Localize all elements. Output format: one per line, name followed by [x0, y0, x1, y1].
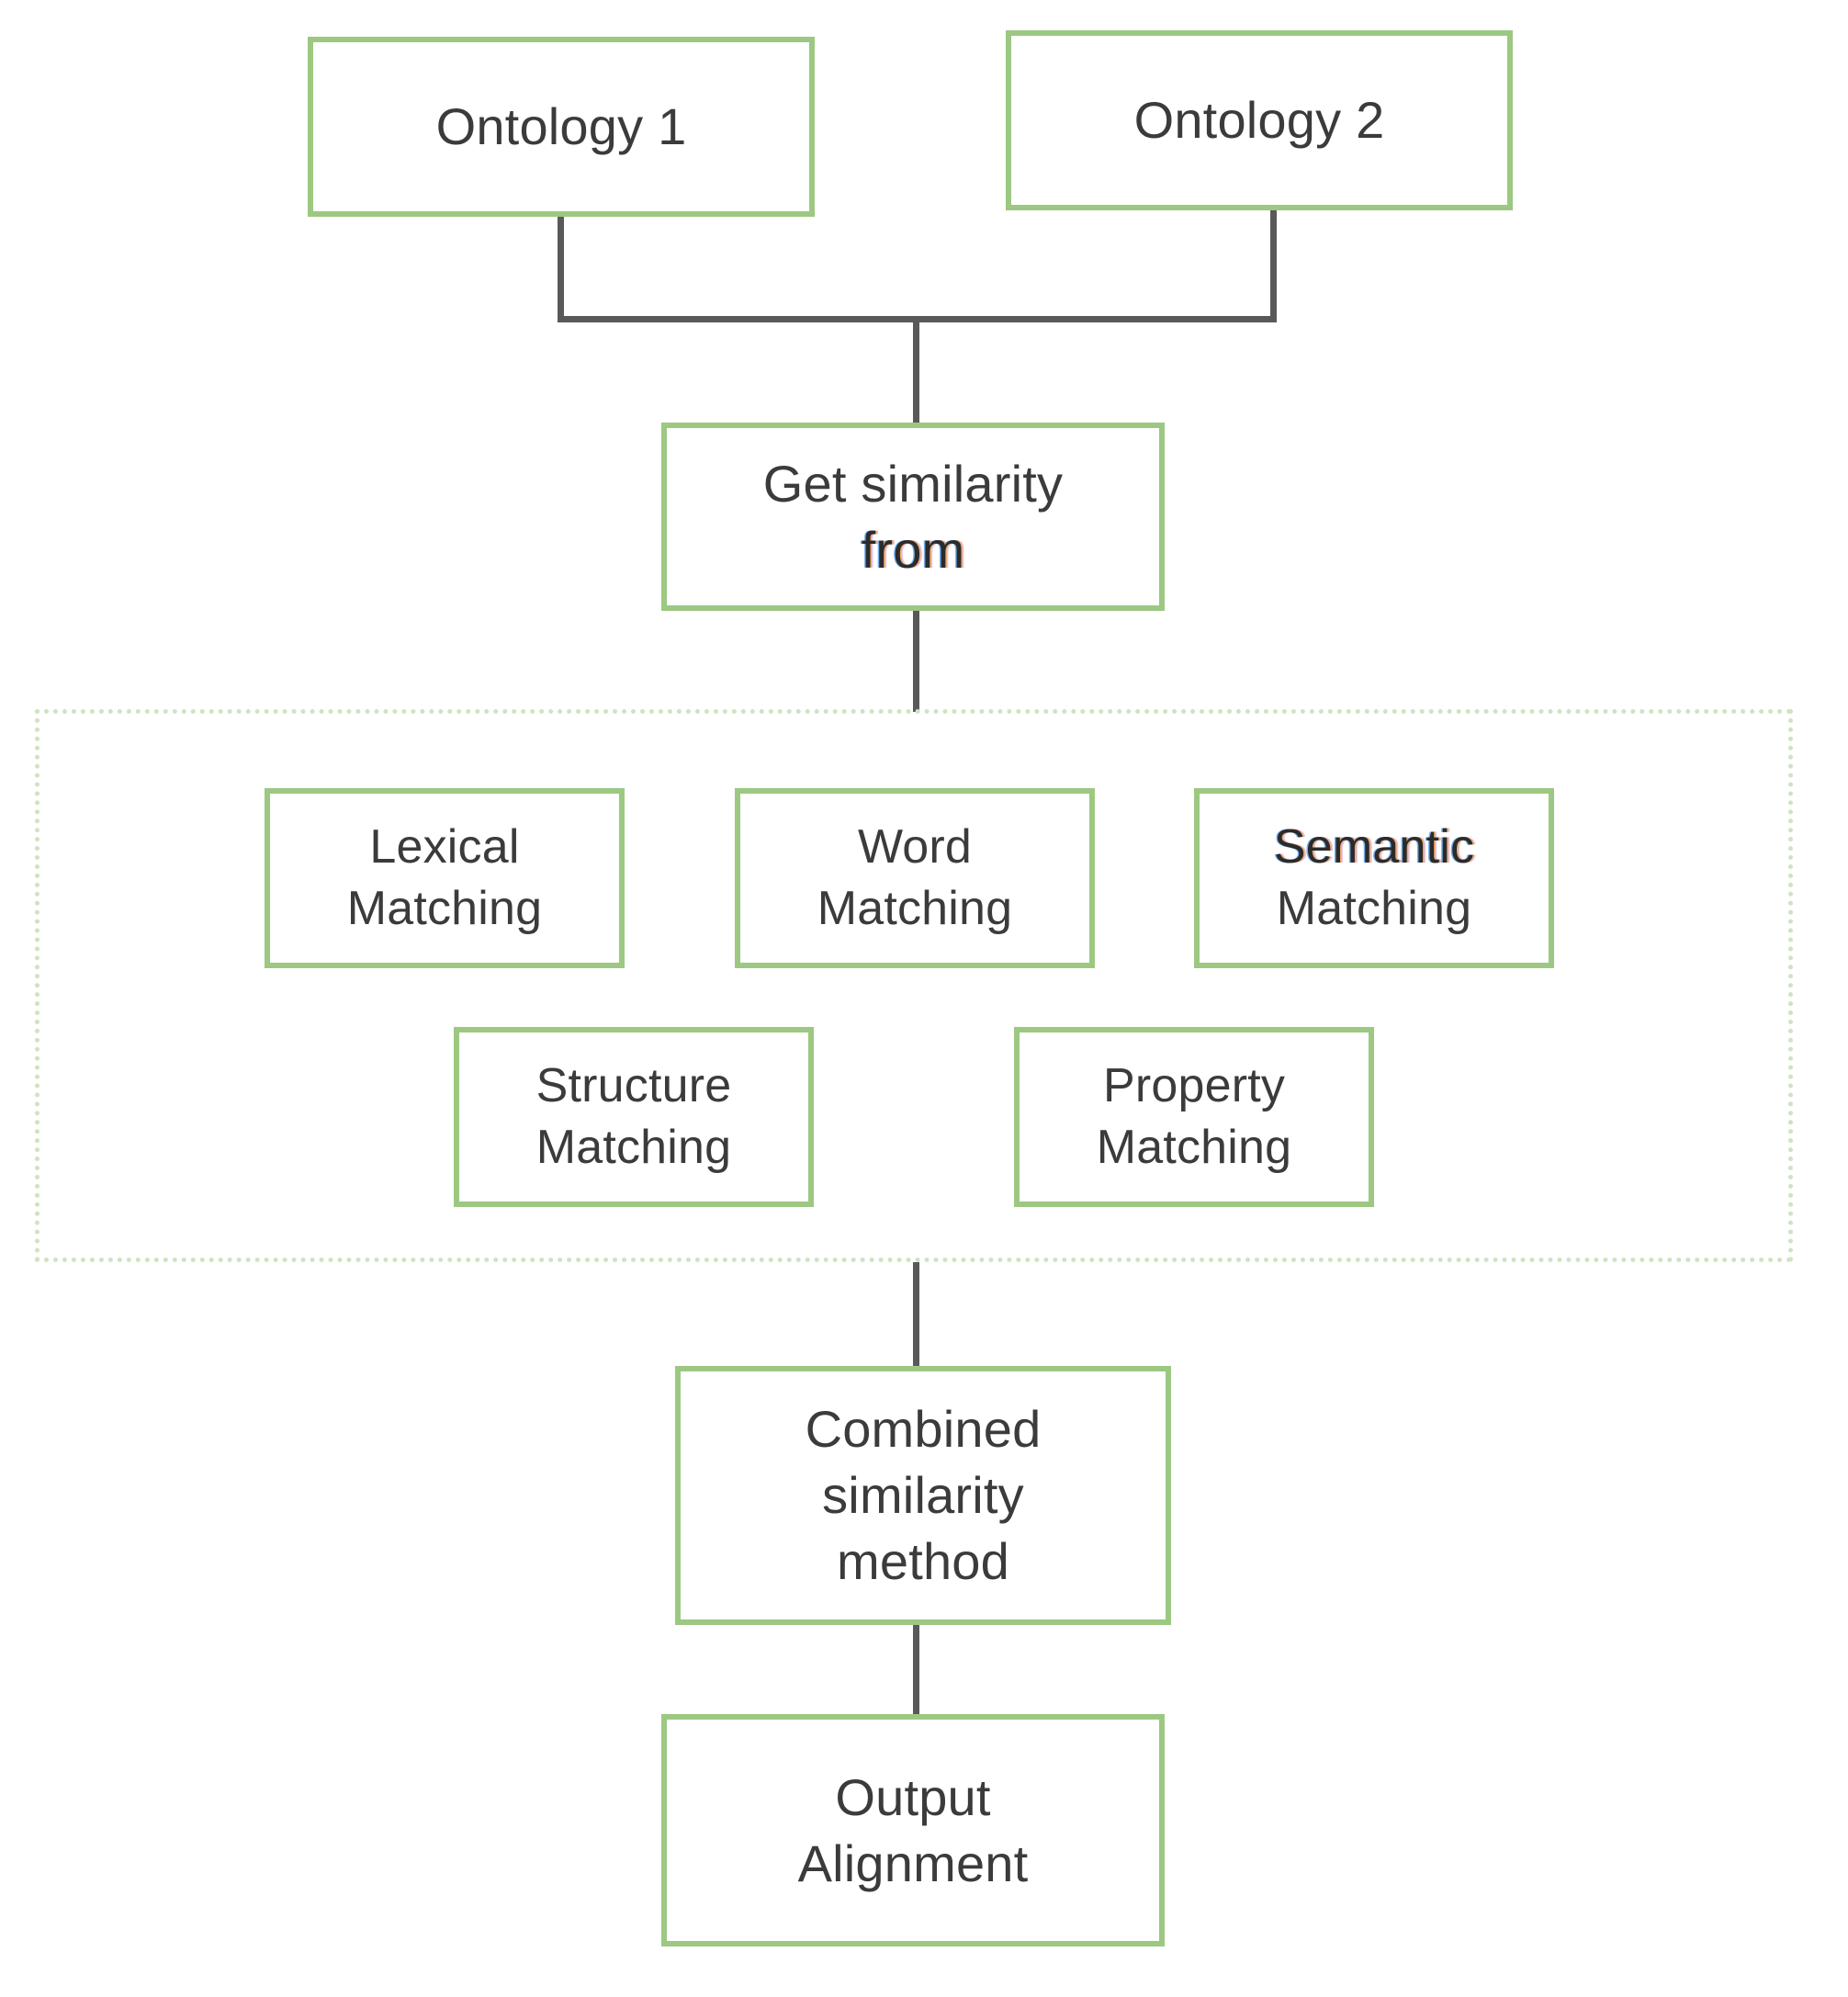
node-get-similarity-line-1: Get similarity	[762, 454, 1064, 513]
node-semantic-matching-line-1: Semantic	[1273, 820, 1475, 874]
matching-methods-group	[35, 709, 1793, 1262]
node-semantic-matching[interactable]: Semantic Matching	[1194, 788, 1554, 968]
node-combined-similarity-line-1: Combined	[805, 1400, 1042, 1459]
node-ontology-1-label: Ontology 1	[435, 97, 687, 156]
node-structure-matching-line-2: Matching	[535, 1121, 732, 1174]
node-get-similarity-from[interactable]: Get similarity from	[661, 423, 1165, 611]
node-output-alignment-line-2: Alignment	[797, 1833, 1029, 1892]
node-combined-similarity-line-3: method	[837, 1531, 1009, 1590]
node-lexical-matching[interactable]: Lexical Matching	[265, 788, 625, 968]
node-semantic-matching-line-2: Matching	[1276, 882, 1472, 935]
node-output-alignment-line-1: Output	[835, 1767, 991, 1826]
node-ontology-2[interactable]: Ontology 2	[1006, 30, 1513, 210]
node-property-matching[interactable]: Property Matching	[1014, 1027, 1374, 1207]
node-combined-similarity-method[interactable]: Combined similarity method	[675, 1366, 1171, 1625]
connector-group-to-combined	[913, 1262, 919, 1368]
node-output-alignment[interactable]: Output Alignment	[661, 1714, 1165, 1946]
connector-combined-to-output	[913, 1625, 919, 1718]
connector-ontology1-down	[558, 217, 564, 320]
connector-get-similarity-to-group	[913, 611, 919, 712]
node-ontology-1[interactable]: Ontology 1	[308, 37, 815, 217]
node-property-matching-line-1: Property	[1102, 1059, 1286, 1113]
node-structure-matching[interactable]: Structure Matching	[454, 1027, 814, 1207]
node-get-similarity-line-2: from	[861, 520, 965, 579]
node-lexical-matching-line-2: Matching	[346, 882, 543, 935]
node-combined-similarity-line-2: similarity	[822, 1466, 1024, 1525]
node-property-matching-line-2: Matching	[1096, 1121, 1292, 1174]
node-structure-matching-line-1: Structure	[535, 1059, 732, 1113]
connector-ontology2-down	[1270, 210, 1277, 320]
node-word-matching[interactable]: Word Matching	[735, 788, 1095, 968]
node-lexical-matching-line-1: Lexical	[369, 820, 520, 874]
node-ontology-2-label: Ontology 2	[1133, 91, 1385, 150]
connector-bus-to-get-similarity	[913, 316, 919, 424]
node-word-matching-line-1: Word	[857, 820, 973, 874]
node-word-matching-line-2: Matching	[817, 882, 1013, 935]
